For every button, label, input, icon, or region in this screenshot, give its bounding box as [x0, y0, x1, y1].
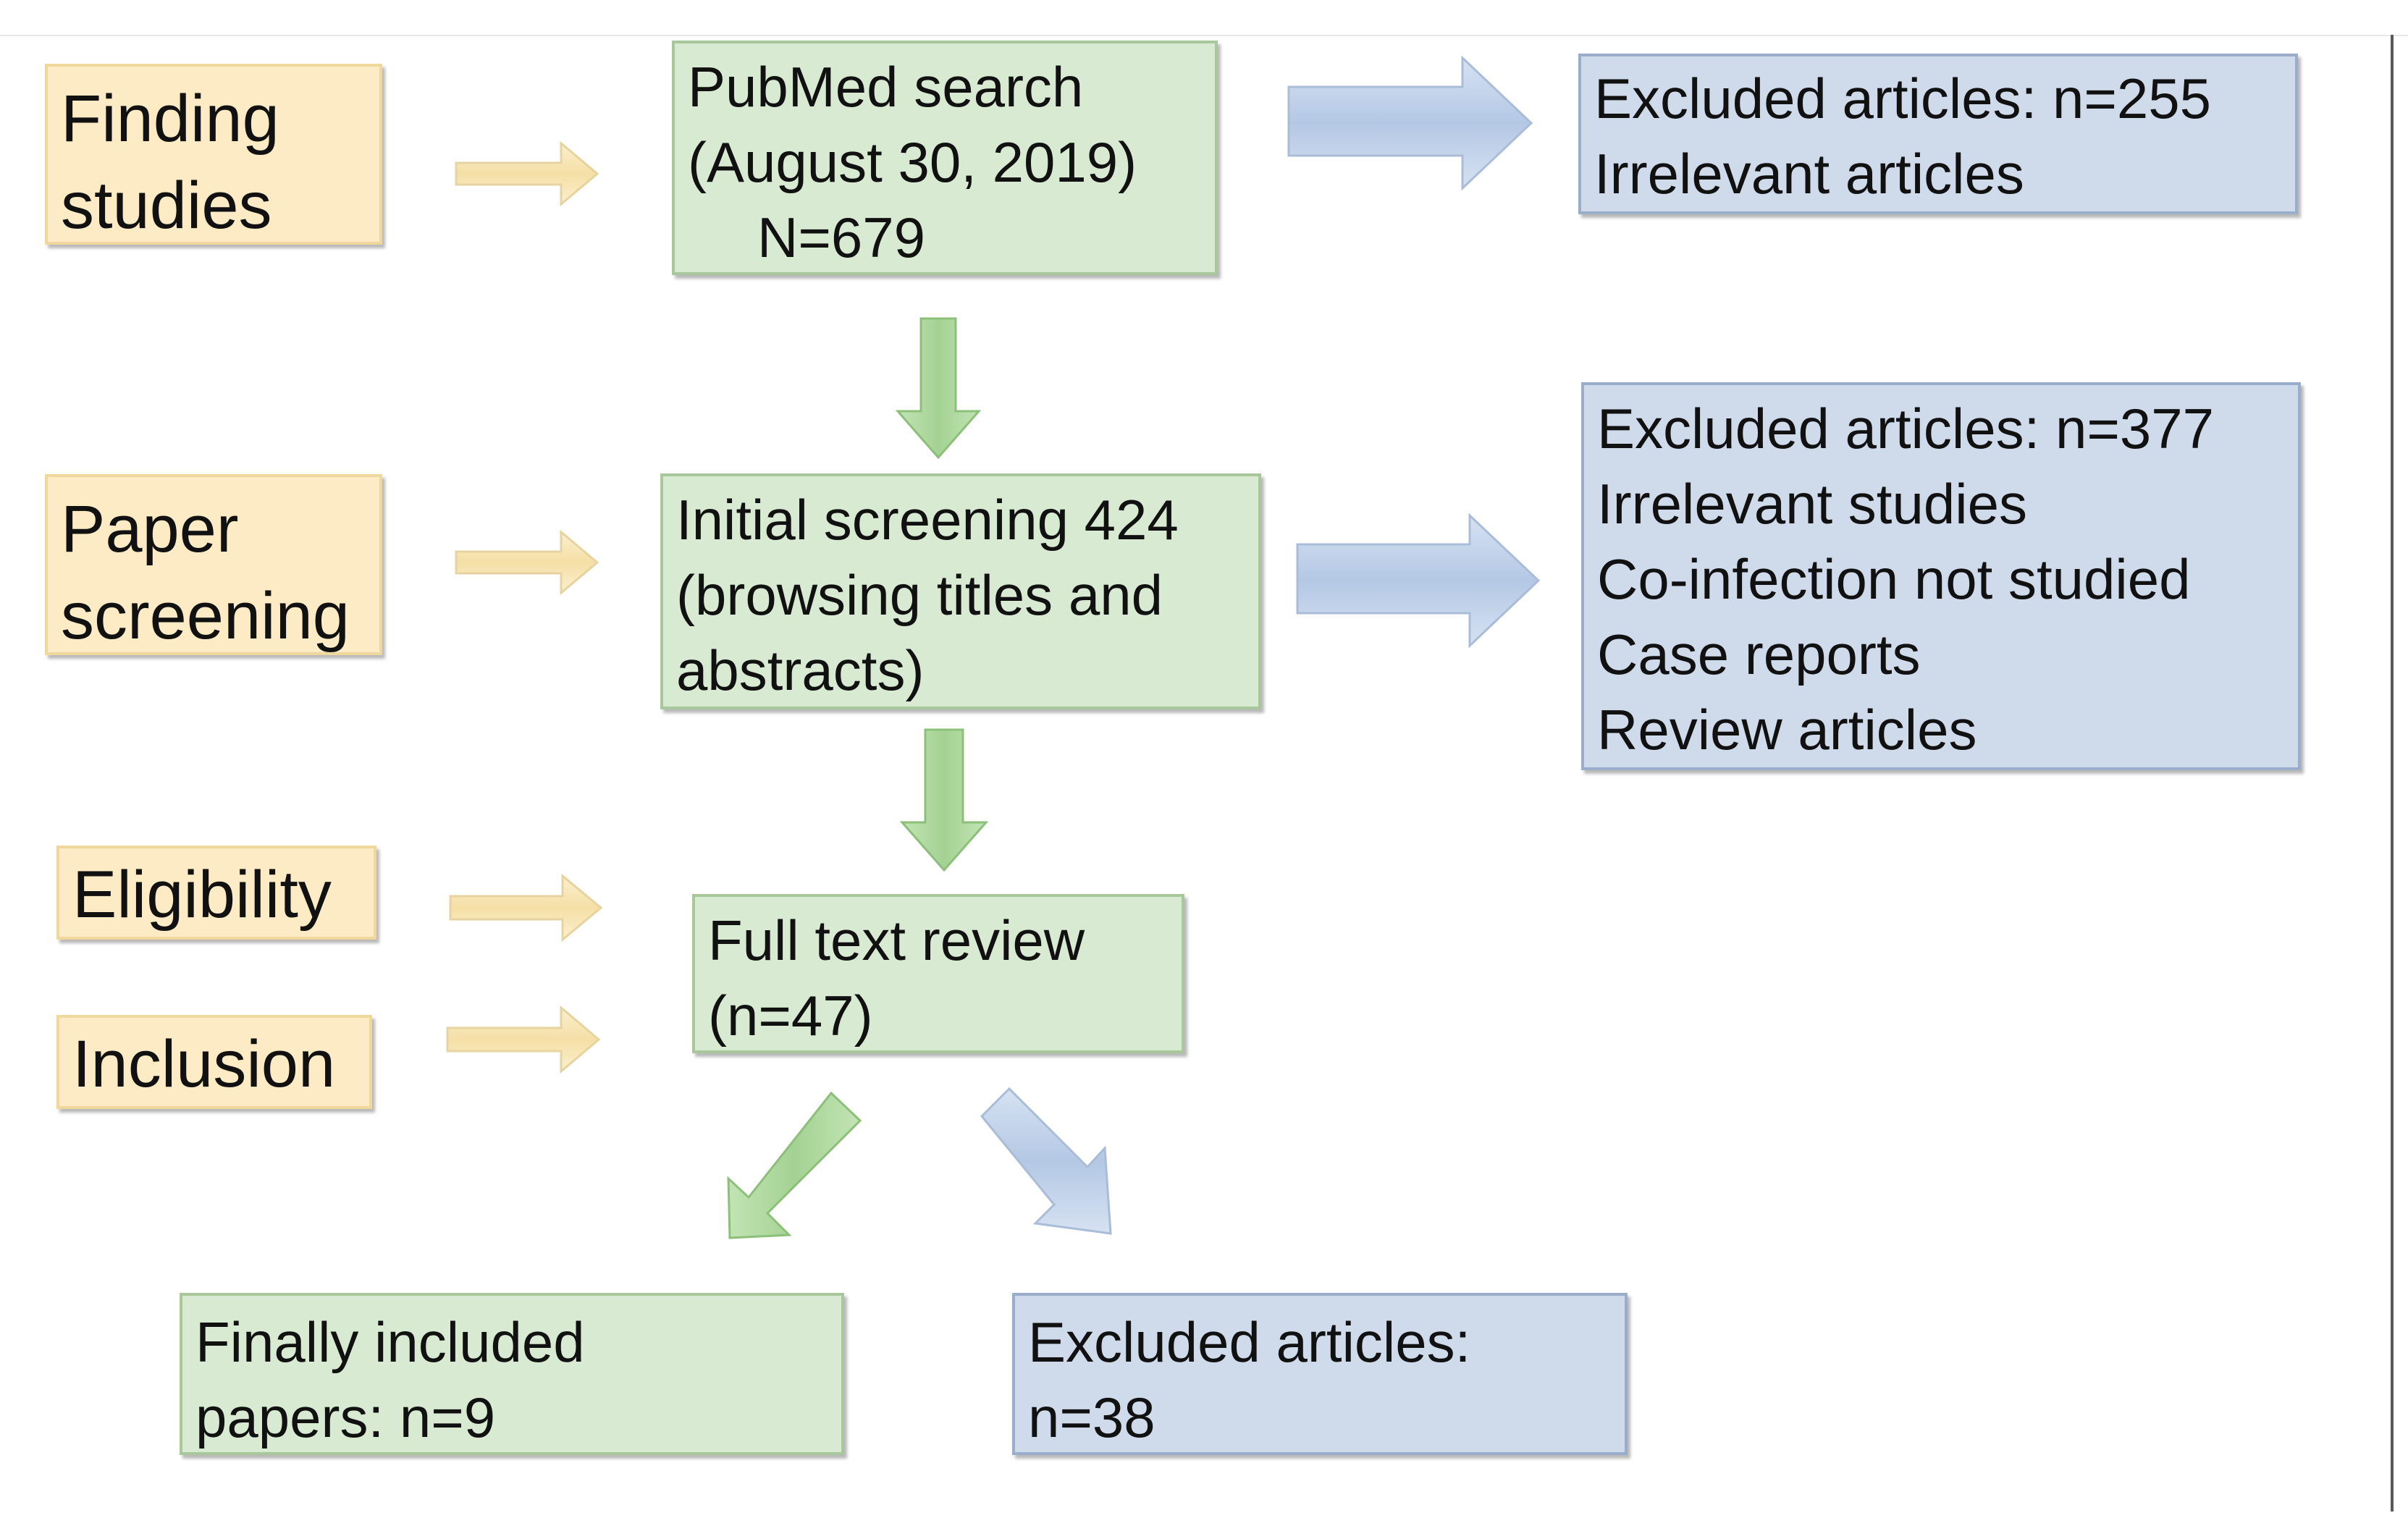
box-text-line: Excluded articles:: [1028, 1310, 1471, 1374]
initial-screening-box: Initial screening 424 (browsing titles a…: [660, 473, 1261, 709]
stage-arrow-screening: [455, 529, 599, 596]
right-border-line: [2391, 35, 2394, 1511]
flow-arrow-included: [727, 1091, 862, 1239]
stage-arrow-eligibility: [449, 873, 603, 943]
box-text-line: Case reports: [1597, 623, 1921, 686]
box-text-line: Co-infection not studied: [1597, 547, 2191, 611]
excluded-box-second: Excluded articles: n=377 Irrelevant stud…: [1581, 382, 2301, 770]
stage-arrow-inclusion: [446, 1005, 601, 1074]
exclude-arrow-third: [980, 1087, 1112, 1235]
box-text-line: (n=47): [708, 984, 873, 1047]
stage-paper-screening: Paper screening: [45, 474, 382, 655]
finally-included-box: Finally included papers: n=9: [180, 1293, 844, 1455]
box-text-line: Irrelevant studies: [1597, 472, 2027, 536]
stage-inclusion: Inclusion: [56, 1015, 372, 1109]
box-text-line: Full text review: [708, 908, 1085, 972]
exclude-arrow-second: [1296, 513, 1541, 649]
stage-label-line: studies: [61, 169, 272, 243]
top-border-line: [0, 35, 2408, 36]
excluded-box-third: Excluded articles: n=38: [1012, 1293, 1628, 1455]
box-text-line: N=679: [757, 206, 926, 269]
excluded-box-first: Excluded articles: n=255 Irrelevant arti…: [1578, 54, 2298, 214]
box-text-line: Finally included: [195, 1310, 585, 1374]
box-text-line: Excluded articles: n=377: [1597, 397, 2215, 460]
box-text-line: (August 30, 2019): [688, 130, 1137, 194]
stage-finding-studies: Finding studies: [45, 64, 382, 245]
stage-arrow-finding: [455, 140, 599, 207]
exclude-arrow-first: [1287, 55, 1533, 191]
box-text-line: Irrelevant articles: [1594, 142, 2024, 206]
stage-eligibility: Eligibility: [56, 846, 376, 940]
stage-label-line: Paper: [61, 492, 239, 566]
stage-label-line: Finding: [61, 82, 279, 156]
pubmed-search-box: PubMed search (August 30, 2019) N=679: [672, 41, 1218, 275]
box-text-line: (browsing titles and: [676, 563, 1163, 627]
stage-label-line: screening: [61, 579, 350, 653]
flow-arrow-down-1: [895, 317, 982, 460]
box-text-line: abstracts): [676, 638, 925, 702]
flow-arrow-down-2: [899, 728, 989, 872]
box-text-line: PubMed search: [688, 55, 1084, 119]
box-text-line: n=38: [1028, 1386, 1155, 1449]
box-text-line: Initial screening 424: [676, 488, 1179, 552]
box-text-line: Review articles: [1597, 698, 1977, 762]
box-text-line: Excluded articles: n=255: [1594, 67, 2212, 130]
stage-label-line: Eligibility: [72, 858, 332, 932]
stage-label-line: Inclusion: [72, 1027, 336, 1101]
box-text-line: papers: n=9: [195, 1386, 496, 1449]
full-text-review-box: Full text review (n=47): [692, 894, 1184, 1053]
